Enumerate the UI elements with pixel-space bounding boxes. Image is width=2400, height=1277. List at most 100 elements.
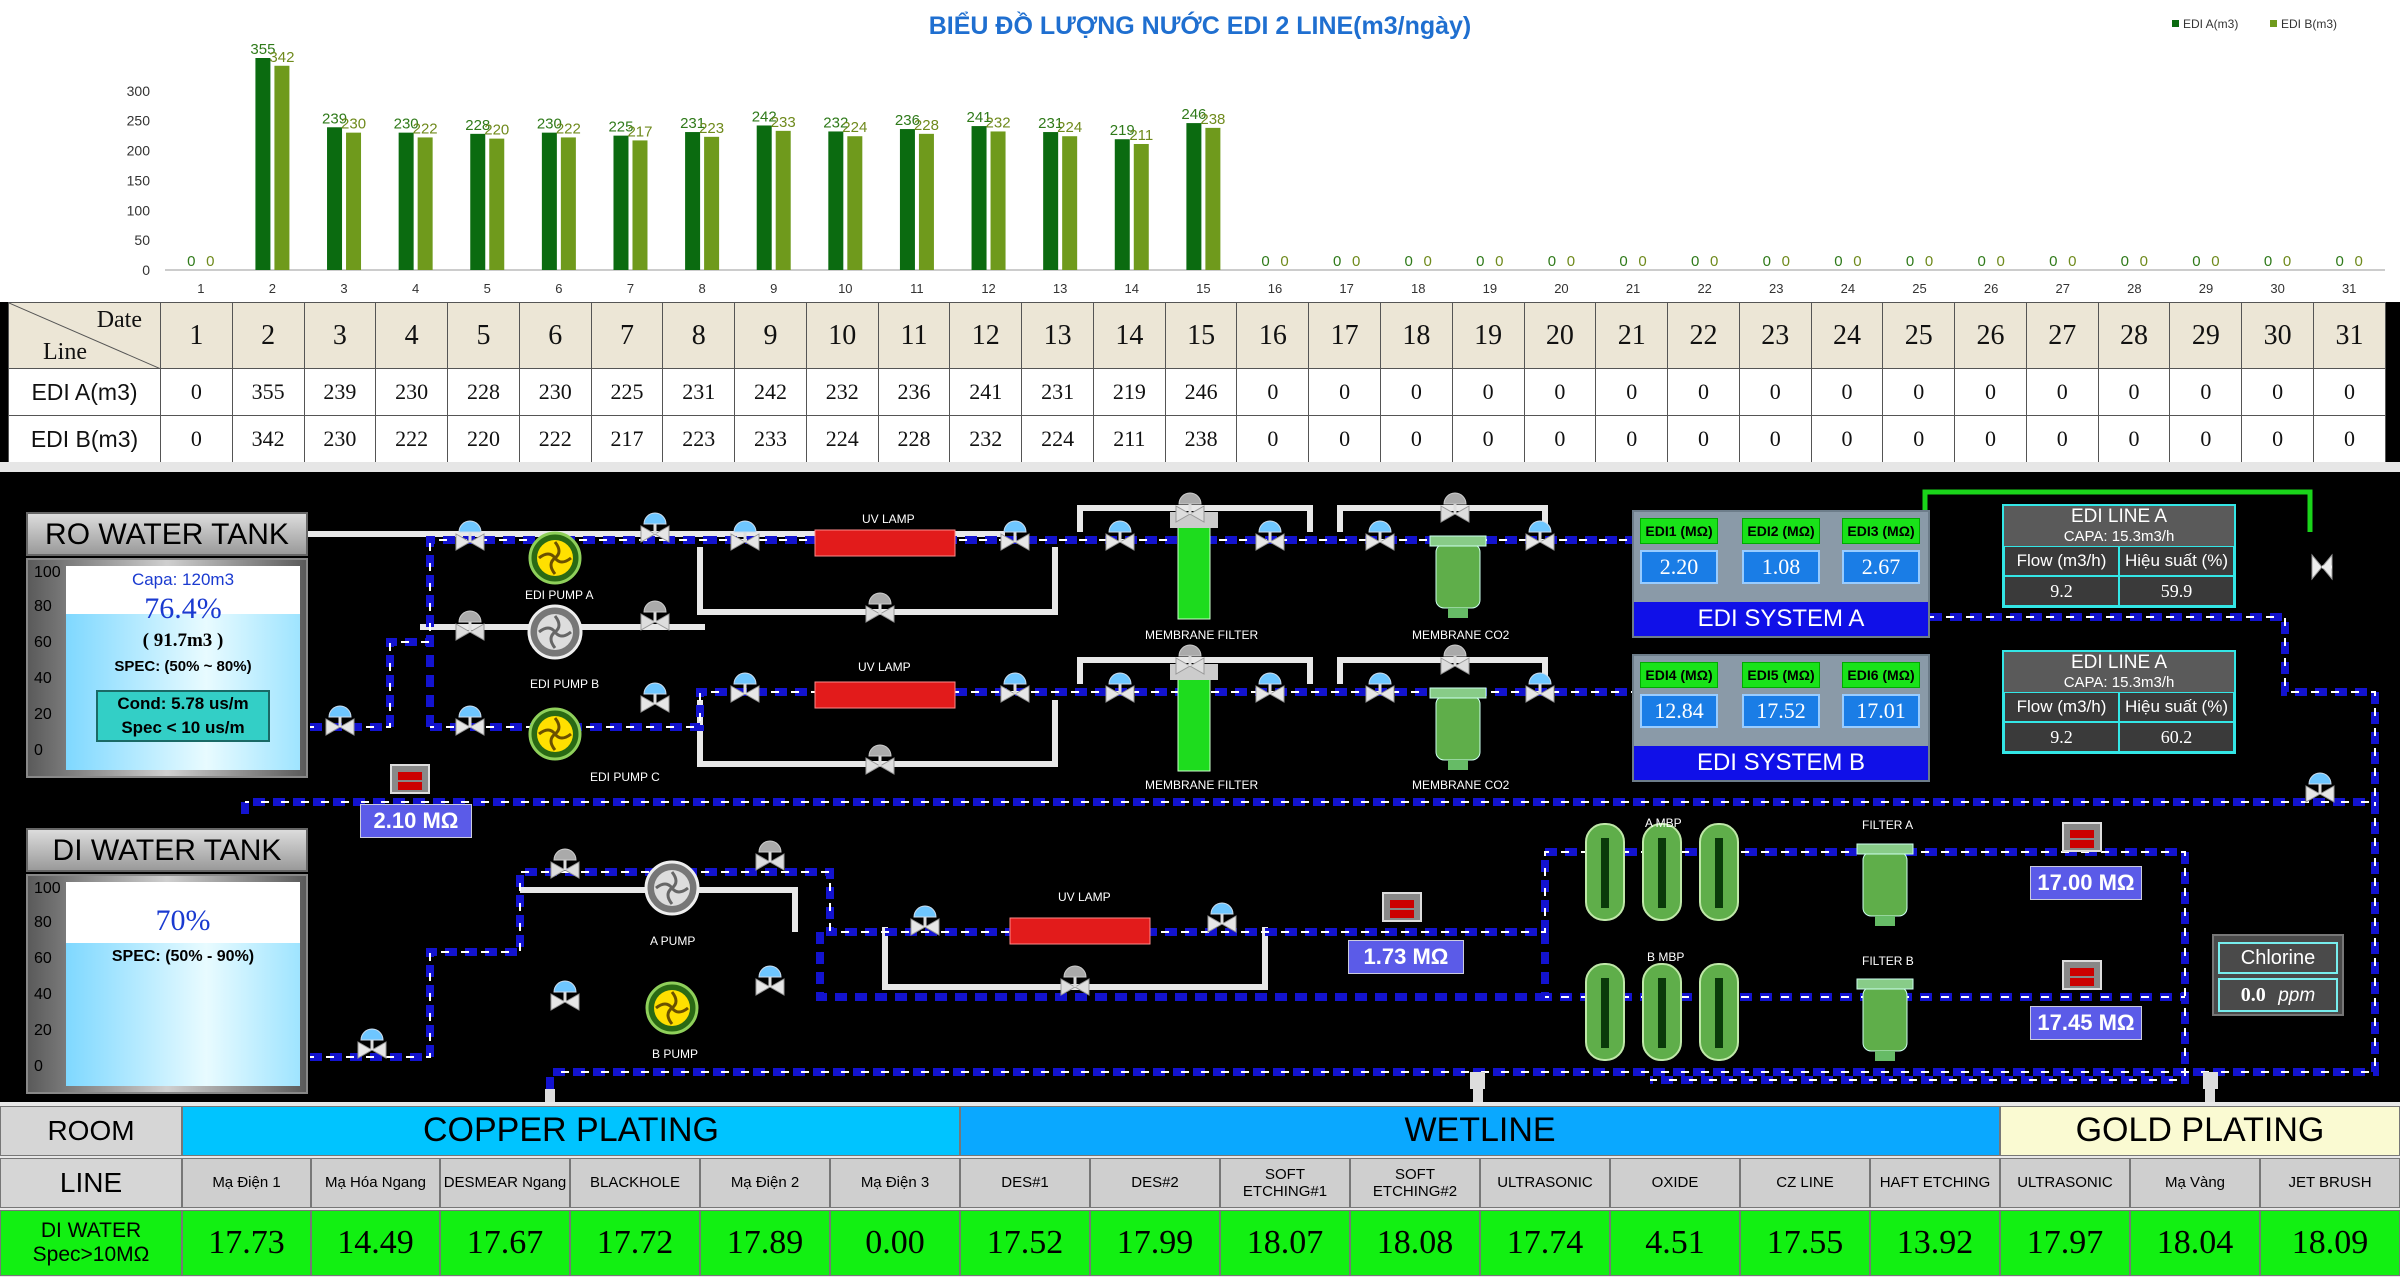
table-cell-edi-a: 0 xyxy=(1595,368,1669,416)
ro-tank-conductivity: Cond: 5.78 us/m Spec < 10 us/m xyxy=(96,690,270,742)
bar-edi-a-day-15 xyxy=(1186,123,1202,270)
table-cell-edi-b: 0 xyxy=(1595,415,1669,463)
line-a-capa: CAPA: 15.3m3/h xyxy=(2004,528,2234,546)
table-cell-edi-b: 0 xyxy=(1380,415,1453,463)
x-tick-8: 8 xyxy=(698,281,705,296)
edi-system-b-label: EDI SYSTEM B xyxy=(1634,746,1928,780)
uv-lamp-1 xyxy=(814,529,956,557)
di-water-spec: Spec>10MΩ xyxy=(32,1243,150,1266)
data-label-edi-b-day-23: 0 xyxy=(1782,253,1790,270)
table-cell-edi-b: 0 xyxy=(1523,415,1597,463)
data-label-edi-a-day-8: 231 xyxy=(680,115,705,132)
table-cell-edi-a: 0 xyxy=(160,368,233,416)
di-water-value-cell: 17.52 xyxy=(960,1210,1090,1276)
line-name-cell: Mạ Điện 3 xyxy=(830,1158,960,1208)
table-cell-edi-b: 0 xyxy=(2241,415,2314,463)
table-day-header: 24 xyxy=(1810,302,1884,369)
data-label-edi-b-day-30: 0 xyxy=(2283,253,2291,270)
table-cell-edi-a: 219 xyxy=(1092,368,1166,416)
data-label-edi-b-day-12: 232 xyxy=(986,114,1011,131)
data-label-edi-b-day-2: 342 xyxy=(269,49,294,66)
di-water-value-cell: 17.74 xyxy=(1480,1210,1610,1276)
table-day-header: 13 xyxy=(1021,302,1094,369)
data-label-edi-a-day-30: 0 xyxy=(2264,253,2272,270)
table-cell-edi-a: 0 xyxy=(2312,368,2387,416)
y-tick-100: 100 xyxy=(127,202,151,218)
a-pump-label: A PUMP xyxy=(650,934,696,948)
table-cell-edi-a: 0 xyxy=(1308,368,1382,416)
x-tick-22: 22 xyxy=(1697,281,1711,296)
bar-edi-a-day-6 xyxy=(541,132,557,270)
section-gold-plating: GOLD PLATING xyxy=(2000,1106,2400,1156)
data-label-edi-b-day-26: 0 xyxy=(1996,253,2004,270)
line-a-flow-header: Flow (m3/h) xyxy=(2004,546,2119,576)
table-cell-edi-b: 0 xyxy=(160,415,233,463)
bar-edi-b-day-5 xyxy=(489,138,505,270)
b-pump-label: B PUMP xyxy=(652,1047,699,1061)
table-cell-edi-b: 0 xyxy=(1667,415,1740,463)
table-day-header: 4 xyxy=(375,302,449,369)
data-label-edi-b-day-17: 0 xyxy=(1352,253,1360,270)
table-cell-edi-b: 0 xyxy=(1236,415,1310,463)
table-cell-edi-b: 0 xyxy=(2025,415,2099,463)
x-tick-15: 15 xyxy=(1196,281,1210,296)
data-label-edi-b-day-29: 0 xyxy=(2211,253,2219,270)
table-cell-edi-b: 224 xyxy=(1021,415,1094,463)
chlorine-unit: ppm xyxy=(2278,985,2316,1006)
line-name-cell: CZ LINE xyxy=(1740,1158,1870,1208)
table-cell-edi-a: 246 xyxy=(1164,368,1238,416)
x-tick-20: 20 xyxy=(1554,281,1568,296)
x-tick-29: 29 xyxy=(2199,281,2213,296)
bar-edi-b-day-8 xyxy=(704,136,720,270)
x-tick-21: 21 xyxy=(1626,281,1640,296)
x-tick-3: 3 xyxy=(340,281,347,296)
line-b-title: EDI LINE A xyxy=(2004,652,2234,674)
section-copper-plating: COPPER PLATING xyxy=(182,1106,960,1156)
table-day-header: 14 xyxy=(1092,302,1166,369)
table-cell-edi-b: 228 xyxy=(877,415,951,463)
line-name-cell: DES#2 xyxy=(1090,1158,1220,1208)
membrane-co2-1-label: MEMBRANE CO2 xyxy=(1412,628,1510,642)
di-water-value-cell: 18.09 xyxy=(2260,1210,2400,1276)
data-label-edi-a-day-21: 0 xyxy=(1619,253,1627,270)
uv-lamp-1-label: UV LAMP xyxy=(862,512,915,526)
resistivity-meter-icon xyxy=(2062,822,2102,852)
bar-edi-a-day-12 xyxy=(971,126,987,270)
b-mbp-label: B MBP xyxy=(1647,950,1685,964)
table-cell-edi-a: 0 xyxy=(2241,368,2314,416)
table-cell-edi-a: 232 xyxy=(805,368,879,416)
table-day-header: 18 xyxy=(1380,302,1453,369)
table-cell-edi-a: 0 xyxy=(2097,368,2171,416)
bar-edi-a-day-9 xyxy=(756,125,772,270)
x-tick-1: 1 xyxy=(197,281,204,296)
edi-pump-c-label: EDI PUMP C xyxy=(590,770,660,784)
resistivity-filter-b: 17.45 MΩ xyxy=(2030,1006,2142,1040)
edi2-tag: EDI2 (MΩ) xyxy=(1742,518,1820,544)
bar-edi-a-day-7 xyxy=(613,135,629,270)
y-tick-250: 250 xyxy=(127,113,151,129)
x-tick-13: 13 xyxy=(1053,281,1067,296)
data-label-edi-a-day-10: 232 xyxy=(823,114,848,131)
bar-edi-a-day-14 xyxy=(1114,139,1130,270)
table-cell-edi-b: 238 xyxy=(1164,415,1238,463)
bar-edi-a-day-3 xyxy=(327,127,343,270)
table-day-header: 25 xyxy=(1882,302,1956,369)
line-b-capa: CAPA: 15.3m3/h xyxy=(2004,674,2234,692)
corner-date-label: Date xyxy=(96,307,142,333)
line-a-flow: 9.2 xyxy=(2004,576,2119,606)
resistivity-di-loop: 1.73 MΩ xyxy=(1348,940,1464,974)
resistivity-filter-a: 17.00 MΩ xyxy=(2030,866,2142,900)
line-name-cell: DES#1 xyxy=(960,1158,1090,1208)
table-cell-edi-b: 223 xyxy=(662,415,736,463)
data-label-edi-b-day-24: 0 xyxy=(1853,253,1861,270)
x-tick-5: 5 xyxy=(484,281,491,296)
line-b-flow: 9.2 xyxy=(2004,722,2119,752)
data-label-edi-b-day-18: 0 xyxy=(1424,253,1432,270)
data-label-edi-a-day-28: 0 xyxy=(2121,253,2129,270)
data-label-edi-b-day-9: 233 xyxy=(771,114,796,131)
x-tick-25: 25 xyxy=(1912,281,1926,296)
di-water-value-cell: 17.99 xyxy=(1090,1210,1220,1276)
di-water-value-cell: 17.72 xyxy=(570,1210,700,1276)
